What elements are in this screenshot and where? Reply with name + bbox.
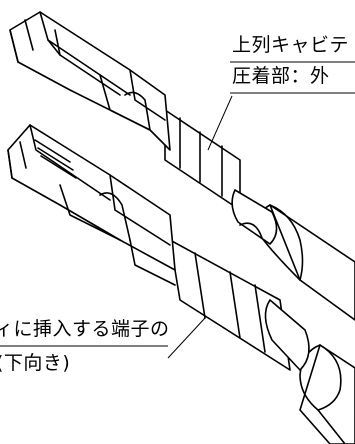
lower-cable [299,344,355,444]
lower-label-line-2: (下向き) [0,352,71,374]
lower-terminal [7,124,355,444]
lower-label-line-1: ィに挿入する端子の [0,318,170,340]
lower-connector-body [7,124,176,271]
upper-cable [269,204,355,321]
lower-crimp-barrel [169,239,291,371]
upper-crimp-barrel [164,109,241,211]
upper-label-line-1: 上列キャビテ [232,34,350,56]
upper-label-line-2: 圧着部：外 [232,65,330,87]
upper-terminal [9,11,355,321]
upper-connector-body [9,11,171,151]
